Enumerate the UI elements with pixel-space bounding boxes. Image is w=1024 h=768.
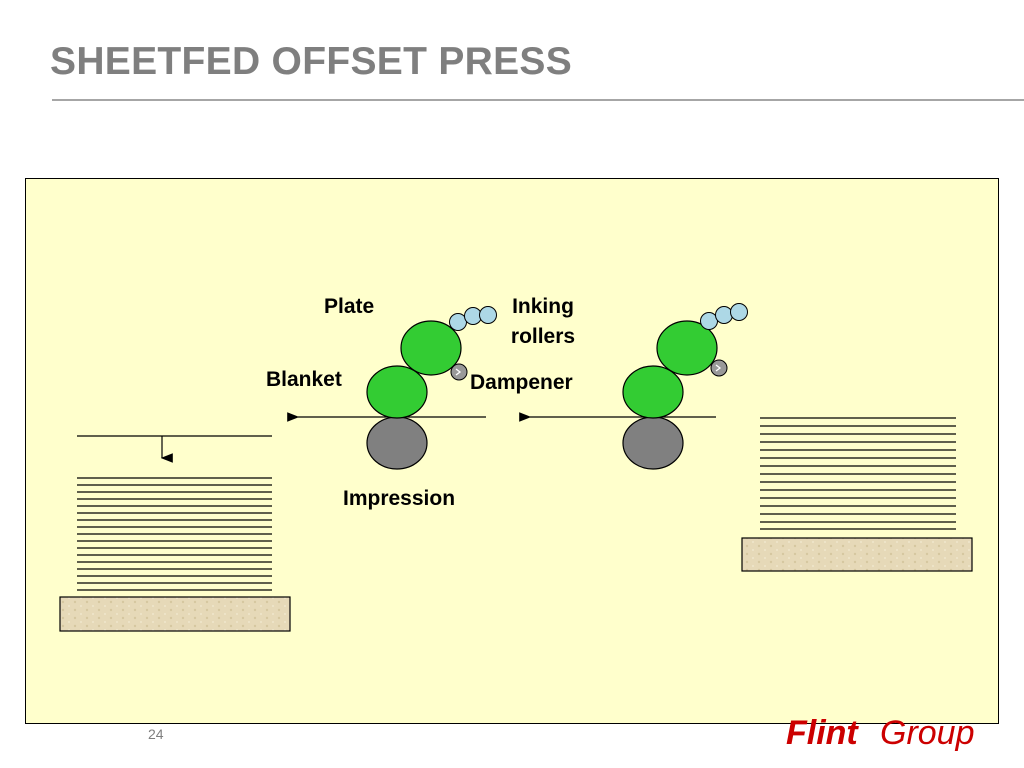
inking-roller xyxy=(730,303,748,321)
inking-rollers-label-line2: rollers xyxy=(510,325,576,348)
printing-unit-1 xyxy=(366,306,497,470)
dampener-label: Dampener xyxy=(470,371,573,394)
delivery-pallet xyxy=(59,596,291,632)
impression-cylinder xyxy=(622,416,684,470)
plate-label: Plate xyxy=(324,295,375,318)
inking-roller xyxy=(715,306,733,324)
flint-group-logo: Flint Group xyxy=(786,712,982,752)
blanket-cylinder xyxy=(622,365,684,419)
logo-text-flint: Flint xyxy=(786,714,859,752)
inking-roller xyxy=(700,312,718,330)
inking-roller xyxy=(449,313,467,331)
title-divider xyxy=(52,99,1024,101)
plate-cylinder xyxy=(400,320,462,376)
inking-roller xyxy=(479,306,497,324)
plate-cylinder xyxy=(656,320,718,376)
diagram-panel xyxy=(25,178,999,724)
impression-cylinder xyxy=(366,416,428,470)
page-title: SHEETFED OFFSET PRESS xyxy=(50,40,573,83)
printing-unit-2 xyxy=(622,303,748,470)
logo-text-group: Group xyxy=(880,714,975,752)
inking-roller xyxy=(464,307,482,325)
blanket-label: Blanket xyxy=(266,368,342,391)
feeder-pallet xyxy=(741,537,973,572)
page-number: 24 xyxy=(148,726,164,742)
feeder-sheet-stack xyxy=(760,417,956,530)
inking-rollers-label-line1: Inking xyxy=(512,295,574,318)
feeder-pile xyxy=(741,417,973,572)
inking-rollers-label: Inking rollers xyxy=(504,292,582,352)
blanket-cylinder xyxy=(366,365,428,419)
impression-label: Impression xyxy=(343,487,456,510)
delivery-pile xyxy=(59,435,291,632)
delivered-sheet-stack xyxy=(77,477,272,591)
